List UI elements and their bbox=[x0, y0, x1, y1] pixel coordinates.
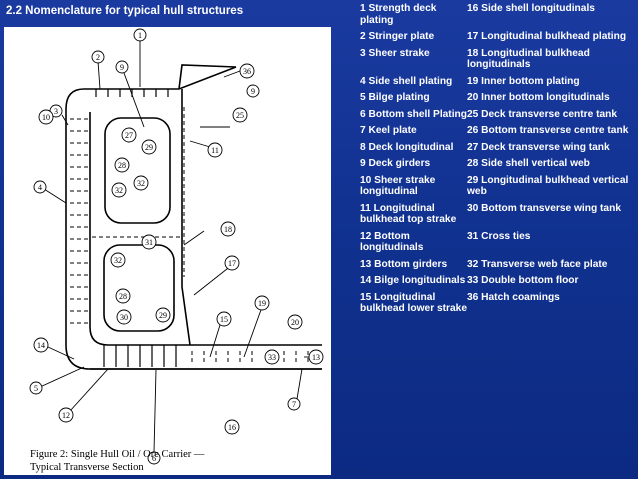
legend-row: 10 Sheer strake longitudinal 29 Longitudi… bbox=[360, 175, 636, 203]
svg-text:29: 29 bbox=[159, 311, 167, 320]
legend-item: 28 Side shell vertical web bbox=[467, 158, 590, 169]
legend-item: 2 Stringer plate bbox=[360, 31, 435, 42]
svg-text:9: 9 bbox=[251, 87, 255, 96]
legend-item: 8 Deck longitudinal bbox=[360, 141, 454, 153]
legend-row: 3 Sheer strake 18 Longitudinal bulkhead l… bbox=[360, 48, 636, 76]
legend-item: 15 Longitudinal bulkhead lower strake bbox=[360, 291, 468, 315]
legend-row: 5 Bilge plating 20 Inner bottom longitudi… bbox=[360, 92, 636, 109]
svg-text:32: 32 bbox=[137, 179, 145, 188]
svg-text:6: 6 bbox=[152, 454, 156, 463]
legend-row: 8 Deck longitudinal 27 Deck transverse wi… bbox=[360, 142, 636, 159]
legend-row: 12 Bottom longitudinals 31 Cross ties bbox=[360, 231, 636, 259]
legend-item: 13 Bottom girders bbox=[360, 258, 448, 270]
svg-text:17: 17 bbox=[228, 259, 236, 268]
legend-row: 11 Longitudinal bulkhead top strake 30 Bo… bbox=[360, 203, 636, 231]
svg-text:12: 12 bbox=[62, 411, 70, 420]
svg-text:30: 30 bbox=[120, 313, 128, 322]
svg-text:28: 28 bbox=[119, 292, 127, 301]
svg-text:15: 15 bbox=[220, 315, 228, 324]
legend-item: 3 Sheer strake bbox=[360, 47, 430, 59]
legend-item: 1 Strength deck plating bbox=[360, 3, 437, 26]
figure-caption: Figure 2: Single Hull Oil / Ore Carrier … bbox=[30, 448, 280, 474]
svg-text:11: 11 bbox=[211, 146, 219, 155]
legend-item: 6 Bottom shell Plating bbox=[360, 108, 467, 120]
legend-item: 20 Inner bottom longitudinals bbox=[467, 92, 610, 103]
legend-row: 9 Deck girders 28 Side shell vertical web bbox=[360, 158, 636, 175]
legend-item: 26 Bottom transverse centre tank bbox=[467, 125, 629, 136]
callout-markers: 1 2 3 4 5 6 7 9 9 10 11 12 13 14 15 16 1… bbox=[29, 28, 324, 465]
svg-text:33: 33 bbox=[268, 353, 276, 362]
hatch-coaming bbox=[178, 64, 237, 90]
svg-text:27: 27 bbox=[125, 131, 133, 140]
legend-item: 7 Keel plate bbox=[360, 125, 417, 136]
legend-row: 2 Stringer plate 17 Longitudinal bulkhead… bbox=[360, 31, 636, 48]
svg-text:31: 31 bbox=[145, 238, 153, 247]
svg-text:10: 10 bbox=[42, 113, 50, 122]
svg-text:1: 1 bbox=[138, 31, 142, 40]
deck-line bbox=[84, 66, 237, 90]
hull-cross-section-diagram: 1 2 3 4 5 6 7 9 9 10 11 12 13 14 15 16 1… bbox=[29, 28, 324, 465]
legend-row: 4 Side shell plating 19 Inner bottom plat… bbox=[360, 76, 636, 93]
legend-row: 13 Bottom girders 32 Transverse web face … bbox=[360, 259, 636, 276]
legend-item: 17 Longitudinal bulkhead plating bbox=[467, 31, 627, 42]
legend-item: 5 Bilge plating bbox=[360, 92, 430, 103]
svg-text:32: 32 bbox=[115, 186, 123, 195]
side-shell-outline bbox=[65, 88, 322, 370]
nomenclature-legend: 1 Strength deck plating 16 Side shell lon… bbox=[360, 3, 636, 479]
svg-text:4: 4 bbox=[38, 183, 42, 192]
hull-section-figure: 1 2 3 4 5 6 7 9 9 10 11 12 13 14 15 16 1… bbox=[4, 27, 331, 475]
legend-row: 1 Strength deck plating 16 Side shell lon… bbox=[360, 3, 636, 31]
legend-item: 29 Longitudinal bulkhead vertical web bbox=[467, 174, 629, 198]
legend-item: 25 Deck transverse centre tank bbox=[467, 108, 618, 120]
legend-item: 9 Deck girders bbox=[360, 158, 431, 169]
svg-text:7: 7 bbox=[292, 400, 296, 409]
legend-item: 27 Deck transverse wing tank bbox=[467, 141, 610, 153]
svg-text:13: 13 bbox=[312, 353, 320, 362]
caption-line-2: Typical Transverse Section bbox=[30, 462, 144, 473]
svg-text:20: 20 bbox=[291, 318, 299, 327]
legend-item: 30 Bottom transverse wing tank bbox=[467, 202, 621, 214]
legend-item: 4 Side shell plating bbox=[360, 75, 453, 87]
svg-text:5: 5 bbox=[34, 384, 38, 393]
legend-item: 31 Cross ties bbox=[467, 230, 531, 242]
svg-text:36: 36 bbox=[243, 67, 251, 76]
slide-title: 2.2 Nomenclature for typical hull struct… bbox=[6, 5, 244, 17]
legend-item: 16 Side shell longitudinals bbox=[467, 3, 595, 14]
legend-item: 36 Hatch coamings bbox=[467, 291, 560, 303]
legend-row: 7 Keel plate 26 Bottom transverse centre … bbox=[360, 125, 636, 142]
svg-text:25: 25 bbox=[236, 111, 244, 120]
svg-text:3: 3 bbox=[54, 107, 58, 116]
legend-item: 10 Sheer strake longitudinal bbox=[360, 174, 436, 198]
legend-body: 1 Strength deck plating 16 Side shell lon… bbox=[360, 3, 636, 320]
svg-text:19: 19 bbox=[258, 299, 266, 308]
legend-item: 19 Inner bottom plating bbox=[467, 75, 580, 87]
longitudinal-bulkhead bbox=[181, 89, 191, 346]
svg-text:29: 29 bbox=[145, 143, 153, 152]
svg-text:32: 32 bbox=[114, 256, 122, 265]
svg-text:16: 16 bbox=[228, 423, 236, 432]
svg-text:9: 9 bbox=[120, 63, 124, 72]
legend-item: 12 Bottom longitudinals bbox=[360, 230, 424, 254]
svg-text:28: 28 bbox=[118, 161, 126, 170]
web-opening-lower bbox=[103, 244, 175, 332]
web-opening-upper bbox=[104, 117, 171, 224]
legend-item: 11 Longitudinal bulkhead top strake bbox=[360, 202, 457, 226]
legend-table: 1 Strength deck plating 16 Side shell lon… bbox=[360, 3, 636, 320]
caption-line-1: Figure 2: Single Hull Oil / Ore Carrier … bbox=[30, 449, 205, 460]
legend-item: 14 Bilge longitudinals bbox=[360, 275, 466, 286]
svg-text:2: 2 bbox=[96, 53, 100, 62]
svg-text:18: 18 bbox=[224, 225, 232, 234]
wing-tank-boundary bbox=[89, 112, 190, 346]
legend-item: 18 Longitudinal bulkhead longitudinals bbox=[467, 47, 590, 71]
svg-text:14: 14 bbox=[37, 341, 45, 350]
legend-item: 33 Double bottom floor bbox=[467, 275, 579, 286]
legend-item: 32 Transverse web face plate bbox=[467, 258, 608, 270]
